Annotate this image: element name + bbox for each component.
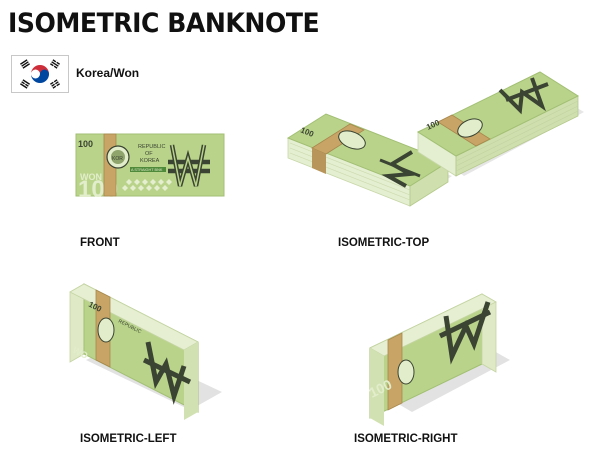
front-won-word: WON	[80, 172, 102, 182]
label-front: FRONT	[80, 237, 120, 249]
front-tagline: A STRAIGHT BNK	[131, 168, 163, 172]
front-denomination: 100	[78, 139, 93, 149]
front-of: OF	[145, 151, 153, 157]
front-republic: REPUBLIC	[138, 144, 166, 150]
isometric-right-stack: 100	[366, 293, 510, 426]
page-title: ISOMETRIC BANKNOTE	[8, 8, 320, 39]
label-isometric-top: ISOMETRIC-TOP	[338, 237, 429, 249]
front-banknote-illustration: 100 WON 100 KOR REPUBLIC OF KOREA A STRA…	[75, 133, 225, 203]
country-label: Korea/Won	[76, 66, 140, 80]
isometric-top-stack-right: 100	[416, 71, 584, 177]
isometric-left-stack: 100 WO REPUBLIC	[69, 283, 222, 420]
label-isometric-right: ISOMETRIC-RIGHT	[354, 433, 458, 445]
label-isometric-left: ISOMETRIC-LEFT	[80, 433, 176, 445]
front-korea: KOREA	[140, 158, 160, 164]
svg-text:KOR: KOR	[112, 156, 123, 162]
isometric-top-stack-left: 100	[286, 113, 452, 207]
korea-flag-icon	[11, 55, 69, 93]
